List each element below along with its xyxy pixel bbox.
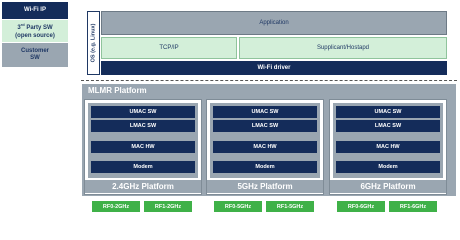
rf0-2ghz-block: RF0-2GHz <box>92 201 140 212</box>
mac-hw-block: MAC HW <box>213 141 317 153</box>
legend-wifi-ip-label: Wi-Fi IP <box>24 6 46 13</box>
lmac-sw-block: LMAC SW <box>336 120 440 132</box>
wifi-driver-block: Wi-Fi driver <box>101 61 447 75</box>
rf1-5ghz-block: RF1-5GHz <box>266 201 314 212</box>
legend-customer-sw: Customer SW <box>2 43 68 67</box>
legend-customer-line1: Customer <box>20 47 49 54</box>
os-label-box: OS (e.g. Linux) <box>87 11 100 75</box>
lmac-sw-block: LMAC SW <box>213 120 317 132</box>
supplicant-label: Supplicant/Hostapd <box>316 45 370 51</box>
wifi-driver-label: Wi-Fi driver <box>257 65 291 71</box>
modem-block: Modem <box>336 161 440 173</box>
platform-label: 5GHz Platform <box>207 180 323 193</box>
rf0-5ghz-block: RF0-5GHz <box>214 201 262 212</box>
mac-hw-block: MAC HW <box>91 141 195 153</box>
application-label: Application <box>259 20 289 26</box>
modem-block: Modem <box>213 161 317 173</box>
host-chip-divider <box>81 80 457 81</box>
legend-wifi-ip: Wi-Fi IP <box>2 2 68 19</box>
rf1-2ghz-block: RF1-2GHz <box>144 201 192 212</box>
platform-label: 6GHz Platform <box>330 180 446 193</box>
mac-hw-block: MAC HW <box>336 141 440 153</box>
lmac-sw-block: LMAC SW <box>91 120 195 132</box>
platform-stack: UMAC SW LMAC SW MAC HW Modem <box>88 103 198 178</box>
platform-stack: UMAC SW LMAC SW MAC HW Modem <box>333 103 443 178</box>
os-label: OS (e.g. Linux) <box>90 23 97 63</box>
supplicant-block: Supplicant/Hostapd <box>239 37 447 59</box>
tcp-ip-label: TCP/IP <box>159 45 179 51</box>
umac-sw-block: UMAC SW <box>336 106 440 118</box>
umac-sw-block: UMAC SW <box>91 106 195 118</box>
legend-third-party-sw: 3rd Party SW (open source) <box>2 20 68 42</box>
mlmr-platform-title: MLMR Platform <box>88 86 147 95</box>
platform-6ghz: UMAC SW LMAC SW MAC HW Modem 6GHz Platfo… <box>329 99 447 195</box>
legend-third-party-title: 3rd Party SW <box>17 22 53 31</box>
modem-block: Modem <box>91 161 195 173</box>
umac-sw-block: UMAC SW <box>213 106 317 118</box>
legend-customer-line2: SW <box>30 55 40 61</box>
platform-2-4ghz: UMAC SW LMAC SW MAC HW Modem 2.4GHz Plat… <box>84 99 202 195</box>
platform-stack: UMAC SW LMAC SW MAC HW Modem <box>210 103 320 178</box>
rf0-6ghz-block: RF0-6GHz <box>337 201 385 212</box>
platform-5ghz: UMAC SW LMAC SW MAC HW Modem 5GHz Platfo… <box>206 99 324 195</box>
platform-label: 2.4GHz Platform <box>85 180 201 193</box>
legend-third-party-subtitle: (open source) <box>15 32 55 39</box>
tcp-ip-block: TCP/IP <box>101 37 237 59</box>
application-block: Application <box>101 11 447 35</box>
rf1-6ghz-block: RF1-6GHz <box>389 201 437 212</box>
